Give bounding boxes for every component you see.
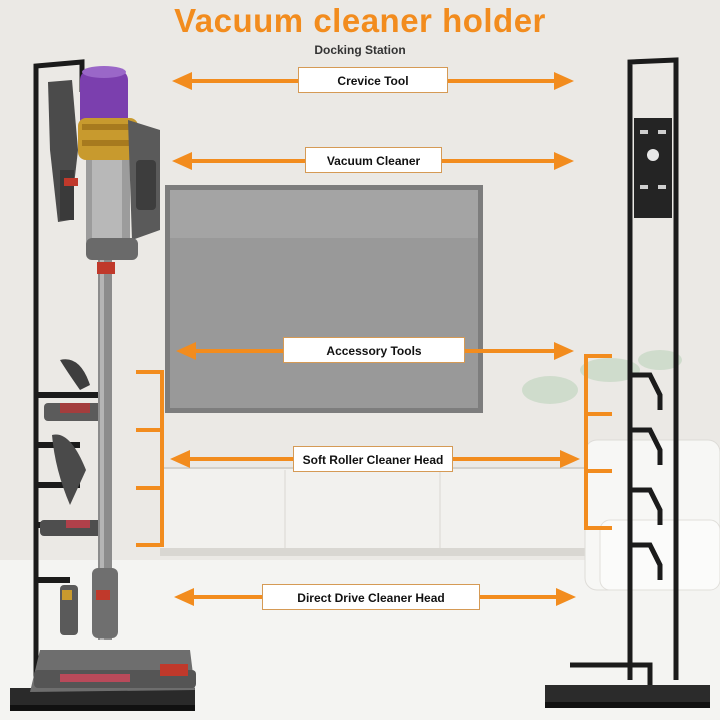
right-stand-tool-hooks xyxy=(632,372,663,580)
soft-roller-label: Soft Roller Cleaner Head xyxy=(293,446,453,472)
plant-decoration xyxy=(522,350,682,404)
crevice-tool-label: Crevice Tool xyxy=(298,67,448,93)
page-title: Vacuum cleaner holder xyxy=(174,2,546,39)
left-stand-base-edge xyxy=(10,705,195,711)
right-stand-mount-plate xyxy=(634,118,672,218)
accessory-tools-attachments xyxy=(40,359,104,536)
tv-screen xyxy=(165,185,483,413)
left-bracket xyxy=(136,370,164,547)
right-stand-base xyxy=(545,662,710,708)
right-bracket xyxy=(584,354,612,530)
accessory-tools-label: Accessory Tools xyxy=(283,337,465,363)
crevice-tool-attachment xyxy=(48,80,78,222)
vacuum-cleaner xyxy=(30,66,196,692)
sofa xyxy=(584,439,720,591)
vacuum-cleaner-label: Vacuum Cleaner xyxy=(305,147,442,173)
left-stand-base xyxy=(10,688,195,708)
tv-cabinet xyxy=(160,467,600,556)
right-stand-frame xyxy=(627,57,679,680)
page-subtitle: Docking Station xyxy=(314,43,406,57)
direct-drive-label: Direct Drive Cleaner Head xyxy=(262,584,480,610)
